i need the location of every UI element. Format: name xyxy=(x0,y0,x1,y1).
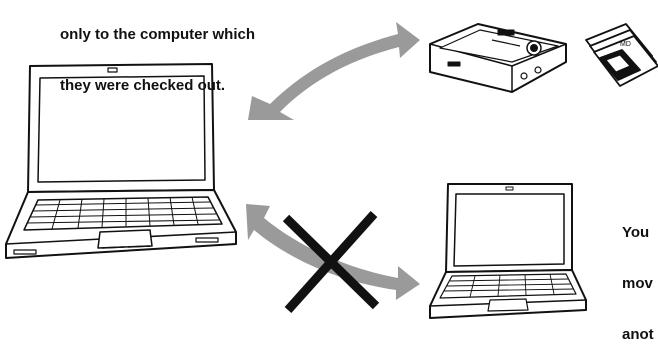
other-laptop-icon xyxy=(430,184,586,318)
minidisc-icon: MD xyxy=(586,24,658,86)
caption-top-line-1: only to the computer which xyxy=(60,26,255,43)
transfer-arrow-player xyxy=(248,22,420,120)
caption-right-line-2: mov xyxy=(622,275,654,292)
transfer-arrow-other-laptop xyxy=(246,204,420,300)
not-allowed-cross-icon xyxy=(286,214,376,310)
caption-right-line-3: anot xyxy=(622,326,654,343)
caption-top: only to the computer which they were che… xyxy=(60,0,255,111)
caption-right: You mov anot xyxy=(622,190,654,360)
caption-right-line-1: You xyxy=(622,224,654,241)
svg-text:MD: MD xyxy=(620,41,631,48)
portable-player-icon xyxy=(430,24,566,92)
caption-top-line-2: they were checked out. xyxy=(60,77,255,94)
